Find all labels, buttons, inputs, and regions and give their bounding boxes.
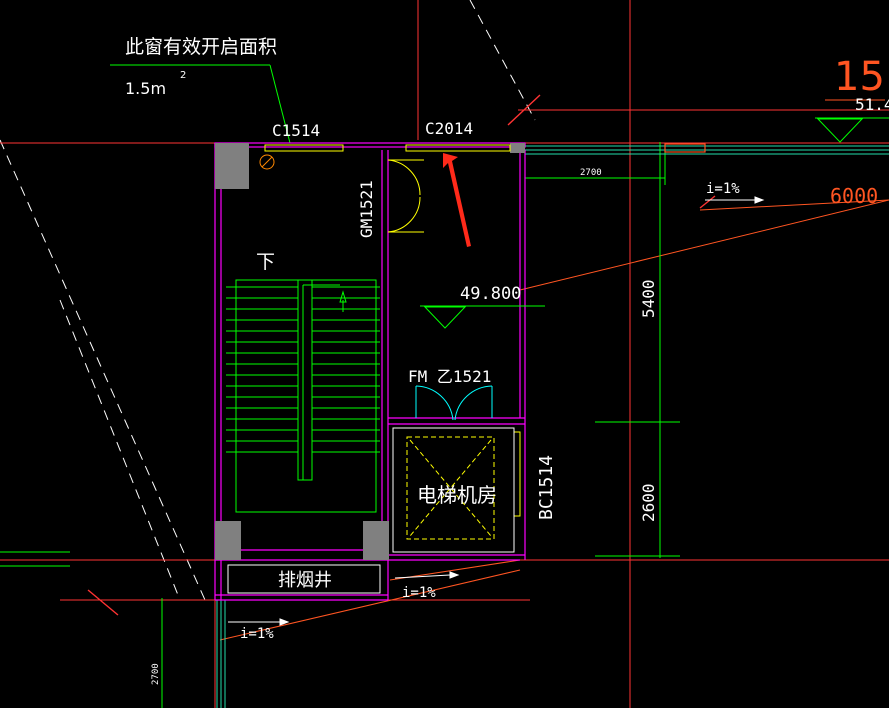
dim-2600: 2600	[639, 483, 658, 522]
slope-2: i=1%	[402, 585, 436, 601]
slope-3: i=1%	[240, 626, 274, 642]
window-bc1514-label: BC1514	[536, 455, 557, 520]
annotation-arrow	[443, 153, 471, 247]
columns	[215, 143, 525, 560]
door-fm1521	[415, 385, 493, 421]
slope-arrows	[228, 196, 765, 626]
right-window-c	[664, 143, 706, 153]
elevator-room-label: 电梯机房	[417, 483, 497, 507]
vent-icon	[259, 154, 275, 170]
elevator-room	[392, 427, 515, 553]
tick-marks	[87, 94, 716, 616]
door-gm1521	[387, 159, 424, 233]
edge-big-number: 15	[834, 54, 885, 100]
stair-treads	[226, 286, 380, 453]
window-c1514-label: C1514	[272, 121, 320, 140]
elevation-level: 49.800	[460, 284, 521, 304]
stair-down-label: 下	[256, 251, 275, 273]
edge-elevation: 51.4	[855, 95, 889, 114]
dimension-lines	[0, 64, 680, 708]
annotation-superscript: 2	[180, 70, 186, 81]
dim-6000: 6000	[830, 184, 878, 208]
annotation-value: 1.5m	[125, 79, 166, 98]
stair	[235, 279, 377, 513]
orange-lines	[219, 99, 889, 641]
smoke-shaft-label: 排烟井	[278, 570, 332, 591]
dim-5400: 5400	[639, 279, 658, 318]
smoke-shaft-box	[227, 564, 381, 594]
dashed-diagonals	[0, 0, 536, 601]
dim-2700-bottom: 2700	[151, 663, 161, 685]
door-fm-label: FM 乙1521	[408, 367, 491, 386]
exterior-wall-lines	[216, 145, 889, 708]
door-gm1521-label: GM1521	[357, 180, 376, 238]
window-c2014-label: C2014	[425, 119, 473, 138]
annotation-title: 此窗有效开启面积	[125, 36, 277, 58]
elevation-symbols	[420, 117, 889, 329]
dim-2700-top: 2700	[580, 168, 602, 178]
slope-1: i=1%	[706, 181, 740, 197]
